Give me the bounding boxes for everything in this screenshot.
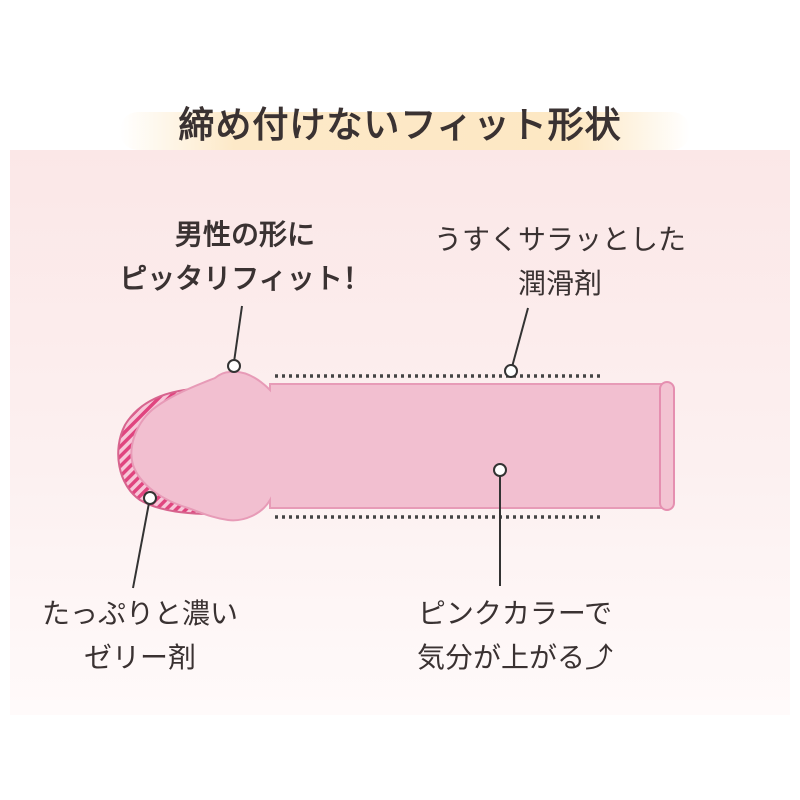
jelly-callout-line2: ゼリー剤	[83, 641, 196, 674]
color-callout-line1: ピンクカラーで	[417, 597, 613, 630]
lubricant-leader-dot	[504, 364, 518, 378]
title-highlight	[120, 112, 690, 150]
lubricant-callout-line1: うすくサラッとした	[433, 223, 686, 256]
jelly-callout-line1: たっぷりと濃い	[41, 597, 238, 630]
jelly-leader-line	[132, 502, 150, 589]
lubricant-leader-line	[511, 307, 529, 368]
fit-callout: 男性の形に ピッタリフィット！	[110, 213, 380, 301]
fit-leader-dot	[227, 359, 241, 373]
jelly-leader-dot	[143, 491, 157, 505]
color-callout: ピンクカラーで 気分が上がる⤴	[395, 592, 635, 680]
jelly-callout: たっぷりと濃い ゼリー剤	[20, 592, 260, 680]
lubricant-callout: うすくサラッとした 潤滑剤	[410, 218, 710, 306]
fit-callout-line2: ピッタリフィット！	[119, 262, 371, 295]
condom-rim	[659, 381, 675, 511]
page-title: 締め付けないフィット形状	[178, 105, 622, 146]
fit-callout-line1: 男性の形に	[174, 218, 315, 251]
lubricant-callout-line2: 潤滑剤	[517, 267, 602, 300]
fit-leader-line	[233, 305, 243, 363]
condom-body	[130, 370, 663, 522]
color-leader-dot	[493, 463, 507, 477]
color-callout-line2: 気分が上がる⤴	[416, 641, 613, 674]
